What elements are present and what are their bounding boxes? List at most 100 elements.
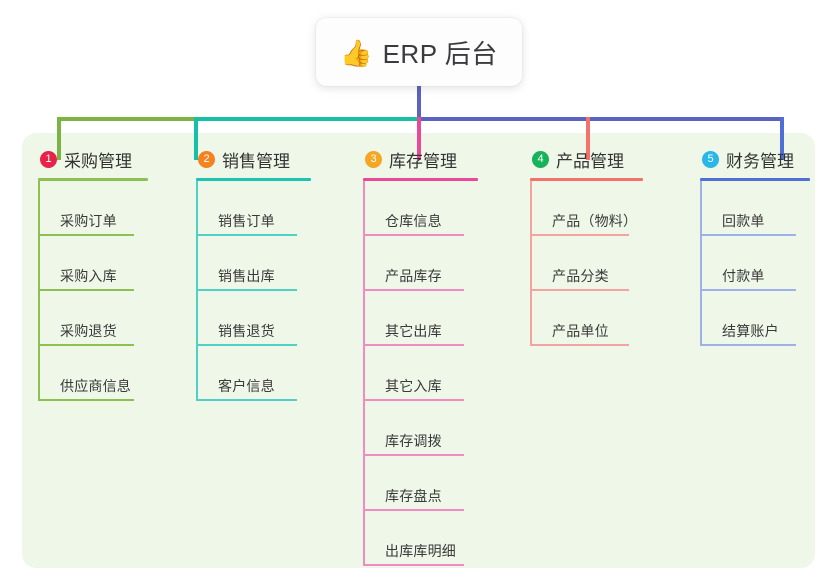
leaf-label: 仓库信息 [385, 213, 442, 229]
leaf-label: 客户信息 [218, 378, 275, 394]
leaf-label: 产品（物料） [552, 213, 638, 229]
leaf-label: 库存调拨 [385, 433, 442, 449]
leaf-label: 其它入库 [385, 378, 442, 394]
leaf-item[interactable]: 采购退货 [38, 291, 148, 346]
leaf-label: 销售退货 [218, 323, 275, 339]
branch-title: 销售管理 [222, 151, 290, 171]
leaf-item[interactable]: 库存调拨 [363, 401, 478, 456]
leaf-rule [196, 289, 297, 291]
branch-number-badge: 4 [532, 150, 549, 168]
leaf-rule [196, 344, 297, 346]
leaf-rule [530, 234, 629, 236]
branch-rule [38, 178, 148, 181]
branch-rule [363, 178, 478, 181]
leaf-item[interactable]: 出库库明细 [363, 511, 478, 566]
branch-column-purchasing: 1 采购管理 采购订单 采购入库 采购退货 供应商信息 [38, 146, 148, 401]
leaf-label: 采购退货 [60, 323, 117, 339]
branch-column-inventory: 3 库存管理 仓库信息 产品库存 其它出库 其它入库 库存调拨 [363, 146, 478, 566]
leaf-rule [363, 509, 464, 511]
branches-panel [22, 133, 815, 568]
leaf-label: 库存盘点 [385, 488, 442, 504]
branch-header[interactable]: 2 销售管理 [196, 146, 311, 172]
leaf-rule [700, 344, 796, 346]
branch-number-badge: 5 [702, 150, 719, 168]
branch-rule [196, 178, 311, 181]
leaf-label: 采购入库 [60, 268, 117, 284]
thumbs-up-icon: 👍 [340, 38, 373, 68]
branch-column-finance: 5 财务管理 回款单 付款单 结算账户 [700, 146, 810, 346]
branch-items: 采购订单 采购入库 采购退货 供应商信息 [38, 181, 148, 401]
leaf-item[interactable]: 产品库存 [363, 236, 478, 291]
leaf-item[interactable]: 其它入库 [363, 346, 478, 401]
leaf-item[interactable]: 销售订单 [196, 181, 311, 236]
leaf-label: 供应商信息 [60, 378, 131, 394]
branch-title: 财务管理 [726, 151, 794, 171]
branch-number-badge: 3 [365, 150, 382, 168]
leaf-item[interactable]: 产品（物料） [530, 181, 643, 236]
leaf-rule [363, 454, 464, 456]
leaf-item[interactable]: 销售退货 [196, 291, 311, 346]
branch-spine [700, 181, 702, 346]
branch-items: 销售订单 销售出库 销售退货 客户信息 [196, 181, 311, 401]
leaf-rule [363, 289, 464, 291]
leaf-item[interactable]: 销售出库 [196, 236, 311, 291]
branch-title: 库存管理 [389, 151, 457, 171]
leaf-item[interactable]: 付款单 [700, 236, 810, 291]
branch-spine [530, 181, 532, 346]
leaf-label: 回款单 [722, 213, 765, 229]
leaf-rule [700, 289, 796, 291]
leaf-label: 结算账户 [722, 323, 779, 339]
leaf-label: 产品分类 [552, 268, 609, 284]
branch-number-badge: 2 [198, 150, 215, 168]
leaf-label: 采购订单 [60, 213, 117, 229]
leaf-label: 产品单位 [552, 323, 609, 339]
branch-spine [363, 181, 365, 566]
branch-header[interactable]: 1 采购管理 [38, 146, 148, 172]
branch-header[interactable]: 4 产品管理 [530, 146, 643, 172]
root-node[interactable]: 👍 ERP 后台 [316, 18, 522, 86]
leaf-rule [196, 399, 297, 401]
leaf-item[interactable]: 其它出库 [363, 291, 478, 346]
leaf-label: 付款单 [722, 268, 765, 284]
leaf-item[interactable]: 产品单位 [530, 291, 643, 346]
leaf-rule [38, 344, 134, 346]
branch-number-badge: 1 [40, 150, 57, 168]
leaf-rule [38, 399, 134, 401]
leaf-rule [363, 399, 464, 401]
leaf-item[interactable]: 采购订单 [38, 181, 148, 236]
leaf-item[interactable]: 供应商信息 [38, 346, 148, 401]
branch-title: 产品管理 [556, 151, 624, 171]
leaf-rule [530, 289, 629, 291]
branch-rule [700, 178, 810, 181]
branch-title: 采购管理 [64, 151, 132, 171]
branch-items: 仓库信息 产品库存 其它出库 其它入库 库存调拨 库存盘点 [363, 181, 478, 566]
branch-spine [38, 181, 40, 401]
leaf-label: 产品库存 [385, 268, 442, 284]
leaf-item[interactable]: 仓库信息 [363, 181, 478, 236]
leaf-rule [530, 344, 629, 346]
branch-header[interactable]: 3 库存管理 [363, 146, 478, 172]
branch-items: 回款单 付款单 结算账户 [700, 181, 810, 346]
leaf-item[interactable]: 回款单 [700, 181, 810, 236]
leaf-label: 其它出库 [385, 323, 442, 339]
leaf-item[interactable]: 产品分类 [530, 236, 643, 291]
leaf-item[interactable]: 库存盘点 [363, 456, 478, 511]
branch-header[interactable]: 5 财务管理 [700, 146, 810, 172]
leaf-label: 销售出库 [218, 268, 275, 284]
branch-column-product: 4 产品管理 产品（物料） 产品分类 产品单位 [530, 146, 643, 346]
leaf-rule [196, 234, 297, 236]
leaf-rule [363, 344, 464, 346]
branch-spine [196, 181, 198, 401]
branch-rule [530, 178, 643, 181]
leaf-rule [38, 289, 134, 291]
leaf-rule [363, 234, 464, 236]
leaf-item[interactable]: 客户信息 [196, 346, 311, 401]
leaf-rule [363, 564, 464, 566]
leaf-rule [38, 234, 134, 236]
leaf-item[interactable]: 采购入库 [38, 236, 148, 291]
leaf-item[interactable]: 结算账户 [700, 291, 810, 346]
leaf-label: 出库库明细 [385, 543, 456, 559]
root-title: ERP 后台 [382, 38, 498, 69]
branch-items: 产品（物料） 产品分类 产品单位 [530, 181, 643, 346]
